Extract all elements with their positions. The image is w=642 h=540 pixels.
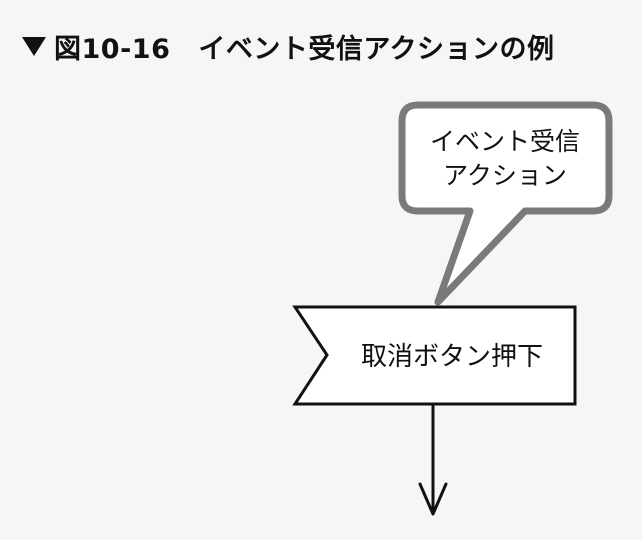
arrow-down-icon bbox=[418, 482, 448, 516]
figure-number: 図10-16 bbox=[54, 33, 171, 65]
callout-bubble bbox=[398, 101, 613, 306]
event-receive-action-shape bbox=[292, 305, 577, 406]
callout-line-1: イベント受信 bbox=[430, 127, 580, 156]
callout-line-2: アクション bbox=[443, 161, 567, 190]
figure-caption: イベント受信アクションの例 bbox=[198, 33, 555, 65]
figure-title: 図10-16 イベント受信アクションの例 bbox=[22, 26, 555, 66]
triangle-down-icon bbox=[22, 36, 46, 56]
action-box-label: 取消ボタン押下 bbox=[361, 342, 543, 372]
